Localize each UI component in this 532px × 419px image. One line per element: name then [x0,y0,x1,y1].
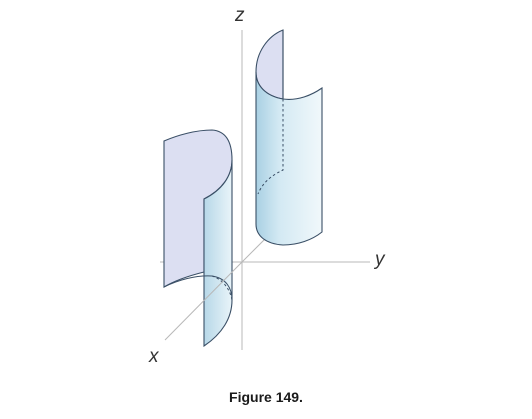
x-axis-label: x [149,346,159,367]
left-cylinder-surface [163,129,233,348]
z-axis-label: z [235,5,245,26]
figure-caption: Figure 149. [229,389,303,405]
right-cylinder-surface [255,29,323,246]
right-surface-hidden-edge [257,99,284,195]
right-surface-front-face [255,71,323,246]
y-axis-label: y [375,249,385,270]
axes-front [164,261,243,350]
x-axis-front [164,261,243,341]
left-surface-hidden-edge [211,275,233,301]
